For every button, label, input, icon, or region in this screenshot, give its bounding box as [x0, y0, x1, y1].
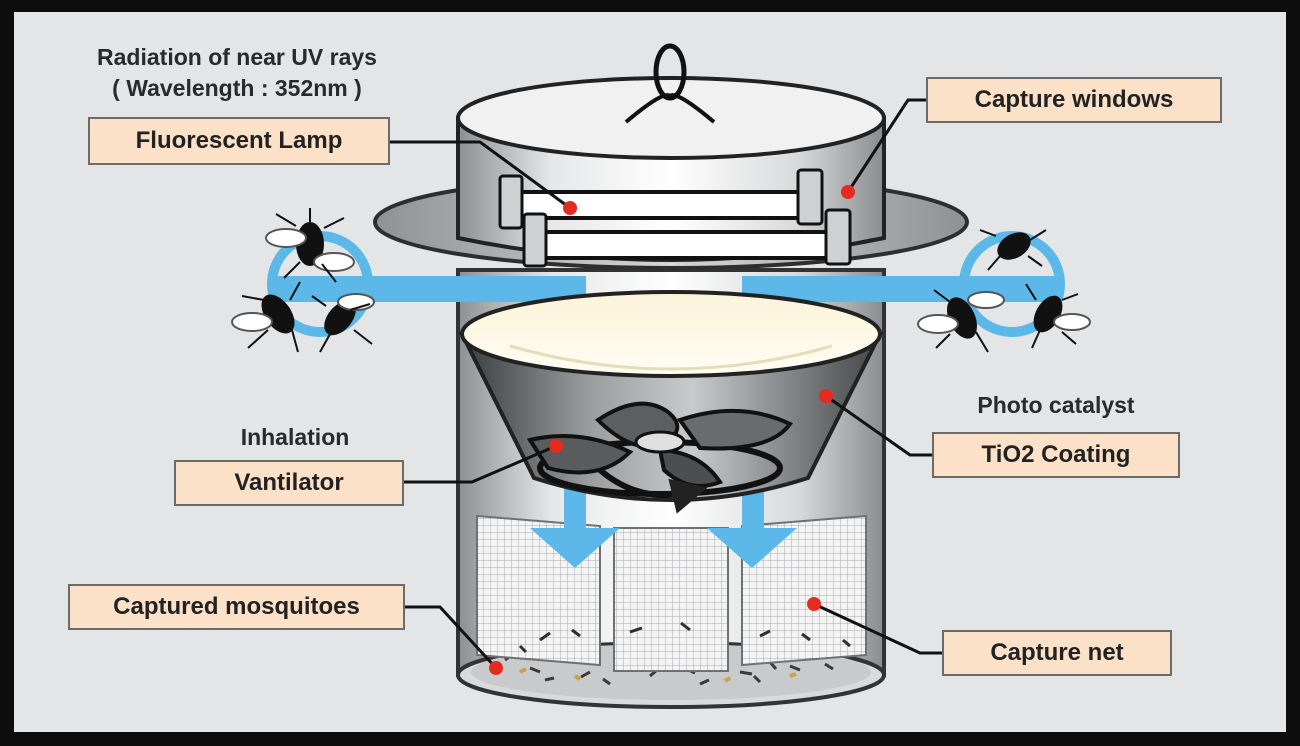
marker-vantilator	[549, 439, 563, 453]
capture-net-label: Capture net	[942, 630, 1172, 676]
mosquito-left-3	[311, 293, 375, 353]
fluorescent-lamp-label: Fluorescent Lamp	[88, 117, 390, 165]
ventilator-fan	[526, 401, 794, 514]
capture-net	[476, 514, 867, 672]
marker-capture-windows	[841, 185, 855, 199]
vantilator-label: Vantilator	[174, 460, 404, 506]
uv-radiation-line-1: Radiation of near UV rays	[97, 44, 377, 70]
uv-radiation-caption: Radiation of near UV rays ( Wavelength :…	[72, 44, 402, 102]
leader-lines	[390, 98, 942, 670]
tio2-coating-label: TiO2 Coating	[932, 432, 1180, 478]
callout-markers	[489, 185, 855, 675]
marker-tio2-coating	[819, 389, 833, 403]
photo-catalyst-caption: Photo catalyst	[977, 392, 1135, 418]
mosquito-left-2	[231, 281, 301, 353]
uv-wavelength-line: ( Wavelength : 352nm )	[112, 75, 362, 101]
mosquito-left-1	[265, 208, 355, 283]
marker-captured-mosquitoes	[489, 661, 503, 675]
captured-mosquitoes-label: Captured mosquitoes	[68, 584, 405, 630]
inhalation-caption: Inhalation	[240, 424, 350, 450]
mosquito-right-2	[917, 289, 1005, 353]
mosquito-right-1	[979, 229, 1047, 271]
capture-windows-label: Capture windows	[926, 77, 1222, 123]
hanger-hook	[624, 43, 716, 124]
mosquito-right-3	[1025, 283, 1091, 349]
marker-capture-net	[807, 597, 821, 611]
marker-fluorescent-lamp	[563, 201, 577, 215]
